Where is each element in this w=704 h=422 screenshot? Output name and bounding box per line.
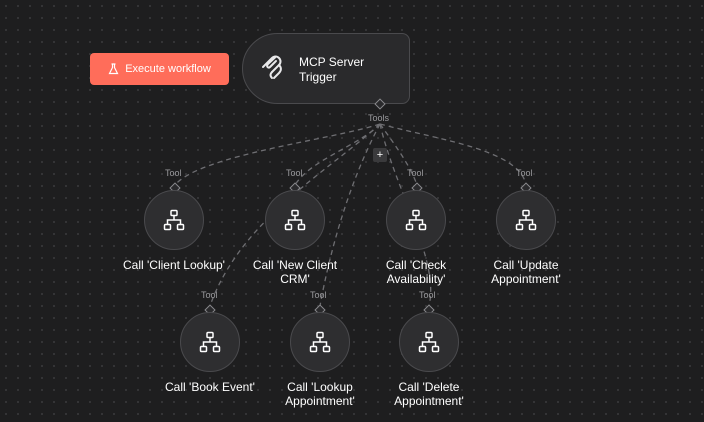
tool-label-delete-appointment: Call 'Delete Appointment' — [394, 380, 464, 408]
mcp-server-trigger-node[interactable]: MCP Server Trigger — [242, 33, 410, 104]
tool-node-check-availability[interactable] — [386, 190, 446, 250]
edge-check-availability — [379, 123, 418, 186]
tools-port-label: Tools — [368, 113, 390, 123]
tool-label-check-availability: Call 'Check Availability' — [385, 258, 447, 286]
sub-workflow-icon — [199, 331, 221, 353]
tool-node-delete-appointment[interactable] — [399, 312, 459, 372]
tool-label-client-lookup: Call 'Client Lookup' — [123, 258, 225, 272]
tool-port-label: Tool — [407, 168, 424, 178]
tool-port-label: Tool — [201, 290, 218, 300]
edge-client-lookup — [174, 123, 381, 186]
tool-node-book-event[interactable] — [180, 312, 240, 372]
sub-workflow-icon — [405, 209, 427, 231]
sub-workflow-icon — [163, 209, 185, 231]
tool-label-new-client-crm: Call 'New Client CRM' — [252, 258, 338, 286]
tool-node-new-client-crm[interactable] — [265, 190, 325, 250]
tool-label-lookup-appointment: Call 'Lookup Appointment' — [285, 380, 355, 408]
tool-port-label: Tool — [516, 168, 533, 178]
mcp-icon — [262, 55, 282, 79]
edge-delete-appointment — [379, 123, 432, 307]
tool-port-label: Tool — [419, 290, 436, 300]
sub-workflow-icon — [515, 209, 537, 231]
add-tool-button[interactable]: + — [373, 148, 387, 162]
execute-workflow-button[interactable]: Execute workflow — [90, 53, 229, 85]
sub-workflow-icon — [418, 331, 440, 353]
tool-node-lookup-appointment[interactable] — [290, 312, 350, 372]
tool-port-label: Tool — [310, 290, 327, 300]
edge-new-client-crm — [294, 123, 381, 186]
tool-port-label: Tool — [286, 168, 303, 178]
trigger-title: MCP Server Trigger — [299, 55, 365, 84]
tool-label-book-event: Call 'Book Event' — [165, 380, 255, 394]
execute-workflow-label: Execute workflow — [125, 63, 211, 75]
sub-workflow-icon — [309, 331, 331, 353]
tool-port-label: Tool — [165, 168, 182, 178]
edge-lookup-appointment — [319, 123, 381, 307]
tool-label-update-appointment: Call 'Update Appointment' — [491, 258, 561, 286]
sub-workflow-icon — [284, 209, 306, 231]
tool-node-update-appointment[interactable] — [496, 190, 556, 250]
tool-node-client-lookup[interactable] — [144, 190, 204, 250]
flask-icon — [108, 63, 119, 75]
edge-update-appointment — [379, 123, 527, 186]
